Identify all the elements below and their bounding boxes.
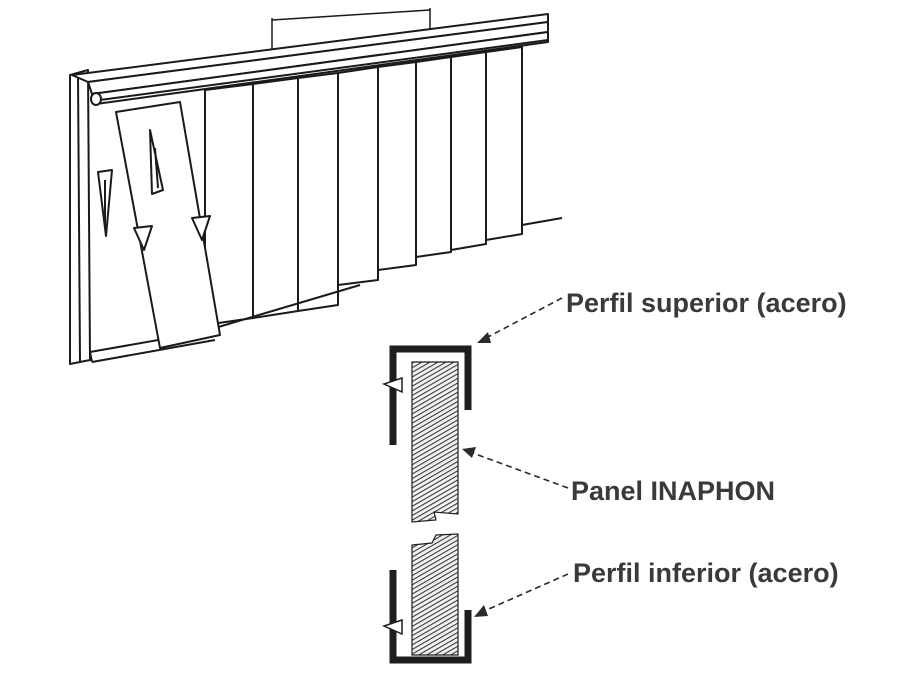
label-bottom-profile: Perfil inferior (acero)	[573, 558, 839, 588]
up-arrow-icon	[149, 129, 164, 195]
panel-being-inserted	[115, 101, 221, 349]
top-rail	[71, 13, 549, 106]
end-post	[69, 69, 91, 365]
down-arrow-icon	[97, 169, 113, 237]
label-panel: Panel INAPHON	[571, 476, 775, 506]
leader-top-profile	[485, 297, 563, 339]
clip-arrow-icon-right	[191, 215, 211, 241]
leader-panel	[469, 451, 569, 489]
inaphon-panel-lower	[411, 533, 459, 656]
leader-lines	[469, 297, 569, 613]
inaphon-panel-upper	[411, 361, 459, 523]
top-clip	[381, 376, 403, 394]
label-top-profile: Perfil superior (acero)	[566, 288, 847, 318]
leader-arrowheads	[462, 332, 491, 617]
bottom-steel-profile	[389, 570, 472, 664]
bottom-clip	[381, 618, 403, 636]
leader-bottom-profile	[481, 573, 569, 613]
installed-panels	[204, 46, 563, 326]
section-detail	[381, 345, 472, 664]
clip-arrow-icon-left	[133, 225, 153, 251]
wall-assembly-perspective	[69, 8, 563, 365]
top-steel-profile	[389, 345, 472, 445]
